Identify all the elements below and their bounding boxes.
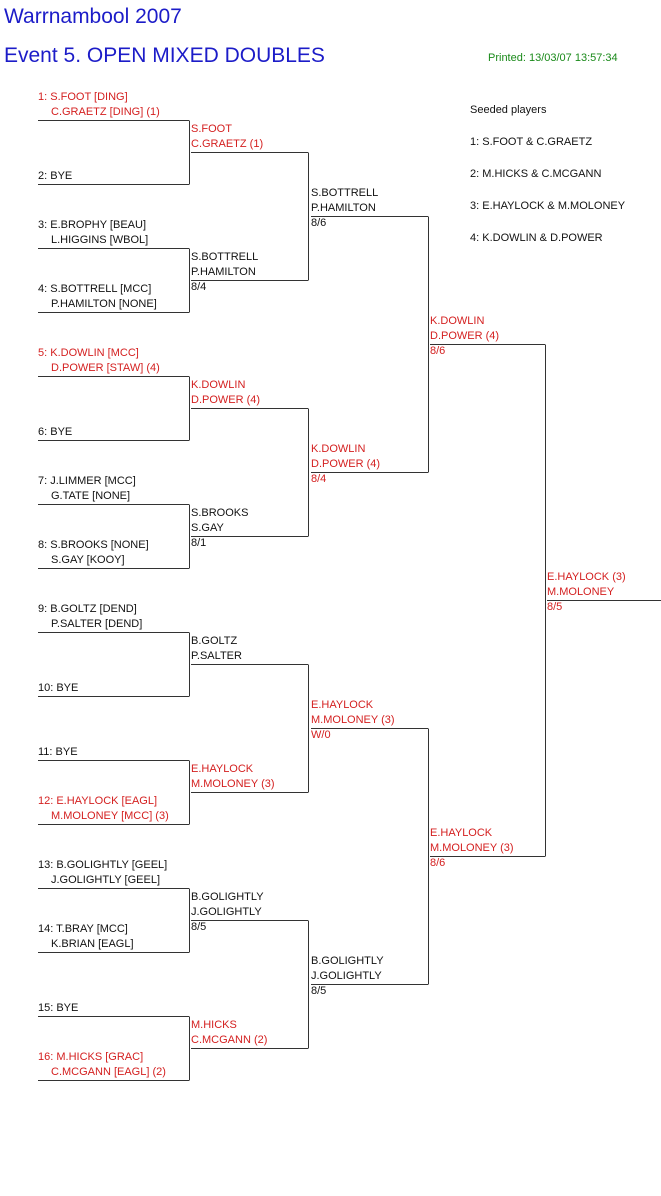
round-3-entry-1-name-2: P.HAMILTON <box>311 201 376 214</box>
seeded-player-3: 3: E.HAYLOCK & M.MOLONEY <box>470 200 626 212</box>
round-1-entry-11-name-1: 11: BYE <box>38 745 78 758</box>
round-2-entry-7-name-1: B.GOLIGHTLY <box>191 890 264 903</box>
round-1-entry-6-name-1: 6: BYE <box>38 425 73 438</box>
round-2-entry-4-name-2: S.GAY <box>191 521 224 534</box>
round-3-entry-3-score: W/0 <box>311 729 331 741</box>
round-1-entry-14-name-2: K.BRIAN [EAGL] <box>51 937 134 950</box>
round-1-entry-8-name-1: 8: S.BROOKS [NONE] <box>38 538 149 551</box>
round-1-entry-5-name-2: D.POWER [STAW] (4) <box>51 361 160 374</box>
round-2-entry-1-name-1: S.FOOT <box>191 122 232 135</box>
round-3-entry-4-name-2: J.GOLIGHTLY <box>311 969 382 982</box>
round-1-entry-1-name-1: 1: S.FOOT [DING] <box>38 90 128 103</box>
round-2-entry-8-name-1: M.HICKS <box>191 1018 237 1031</box>
seeded-player-1: 1: S.FOOT & C.GRAETZ <box>470 136 593 148</box>
round-1-entry-12-name-2: M.MOLONEY [MCC] (3) <box>51 809 169 822</box>
round-2-entry-3-name-2: D.POWER (4) <box>191 393 261 406</box>
round-3-entry-4-score: 8/5 <box>311 985 327 997</box>
round-3-entry-4-name-1: B.GOLIGHTLY <box>311 954 384 967</box>
round-2-entry-6-name-1: E.HAYLOCK <box>191 762 254 775</box>
round-2-entry-6-name-2: M.MOLONEY (3) <box>191 777 275 790</box>
round-4-entry-1-name-2: D.POWER (4) <box>430 329 500 342</box>
round-1-entry-14-name-1: 14: T.BRAY [MCC] <box>38 922 128 935</box>
round-1-entry-4-name-1: 4: S.BOTTRELL [MCC] <box>38 282 152 295</box>
round-2-entry-1-name-2: C.GRAETZ (1) <box>191 137 264 150</box>
round-2-entry-2-score: 8/4 <box>191 281 207 293</box>
round-4-entry-2-score: 8/6 <box>430 857 446 869</box>
round-3-entry-2-name-2: D.POWER (4) <box>311 457 381 470</box>
round-3-entry-1-score: 8/6 <box>311 217 327 229</box>
round-1-entry-8-name-2: S.GAY [KOOY] <box>51 553 125 566</box>
round-3-entry-3-name-1: E.HAYLOCK <box>311 698 374 711</box>
round-1-entry-15-name-1: 15: BYE <box>38 1001 79 1014</box>
round-2-entry-3-name-1: K.DOWLIN <box>191 378 246 391</box>
round-1-entry-13-name-2: J.GOLIGHTLY [GEEL] <box>51 873 161 886</box>
round-3-entry-2-score: 8/4 <box>311 473 327 485</box>
round-1-entry-1-name-2: C.GRAETZ [DING] (1) <box>51 105 160 118</box>
round-1-entry-5-name-1: 5: K.DOWLIN [MCC] <box>38 346 139 359</box>
round-3-entry-2-name-1: K.DOWLIN <box>311 442 366 455</box>
round-1-entry-16-name-1: 16: M.HICKS [GRAC] <box>38 1050 144 1063</box>
round-5-entry-1-score: 8/5 <box>547 601 563 613</box>
round-2-entry-8-name-2: C.MCGANN (2) <box>191 1033 268 1046</box>
round-4-entry-2-name-2: M.MOLONEY (3) <box>430 841 514 854</box>
round-1-entry-2-name-1: 2: BYE <box>38 169 73 182</box>
round-2-entry-2-name-2: P.HAMILTON <box>191 265 256 278</box>
round-1-entry-13-name-1: 13: B.GOLIGHTLY [GEEL] <box>38 858 168 871</box>
round-1-entry-3-name-1: 3: E.BROPHY [BEAU] <box>38 218 147 231</box>
seeded-player-4: 4: K.DOWLIN & D.POWER <box>470 232 603 244</box>
round-4-entry-1-score: 8/6 <box>430 345 446 357</box>
round-1-entry-3-name-2: L.HIGGINS [WBOL] <box>51 233 149 246</box>
printed-timestamp: Printed: 13/03/07 13:57:34 <box>488 52 618 64</box>
round-1-entry-12-name-1: 12: E.HAYLOCK [EAGL] <box>38 794 158 807</box>
round-1-entry-10-name-1: 10: BYE <box>38 681 79 694</box>
round-1-entry-7-name-1: 7: J.LIMMER [MCC] <box>38 474 136 487</box>
round-2-entry-7-name-2: J.GOLIGHTLY <box>191 905 262 918</box>
event-title: Event 5. OPEN MIXED DOUBLES <box>4 44 325 67</box>
round-3-entry-3-name-2: M.MOLONEY (3) <box>311 713 395 726</box>
round-1-entry-9-name-1: 9: B.GOLTZ [DEND] <box>38 602 137 615</box>
round-2-entry-7-score: 8/5 <box>191 921 207 933</box>
round-1-entry-4-name-2: P.HAMILTON [NONE] <box>51 297 157 310</box>
round-2-entry-2-name-1: S.BOTTRELL <box>191 250 259 263</box>
seeded-players-heading: Seeded players <box>470 104 547 116</box>
round-3-entry-1-name-1: S.BOTTRELL <box>311 186 379 199</box>
round-2-entry-5-name-1: B.GOLTZ <box>191 634 238 647</box>
round-2-entry-4-name-1: S.BROOKS <box>191 506 249 519</box>
round-5-entry-1-name-2: M.MOLONEY <box>547 585 615 598</box>
seeded-player-2: 2: M.HICKS & C.MCGANN <box>470 168 602 180</box>
round-1-entry-9-name-2: P.SALTER [DEND] <box>51 617 143 630</box>
round-5-entry-1-name-1: E.HAYLOCK (3) <box>547 570 626 583</box>
round-1-entry-16-name-2: C.MCGANN [EAGL] (2) <box>51 1065 166 1078</box>
round-2-entry-4-score: 8/1 <box>191 537 207 549</box>
round-4-entry-2-name-1: E.HAYLOCK <box>430 826 493 839</box>
round-1-entry-7-name-2: G.TATE [NONE] <box>51 489 131 502</box>
tournament-title: Warrnambool 2007 <box>4 5 182 28</box>
round-2-entry-5-name-2: P.SALTER <box>191 649 242 662</box>
round-4-entry-1-name-1: K.DOWLIN <box>430 314 485 327</box>
